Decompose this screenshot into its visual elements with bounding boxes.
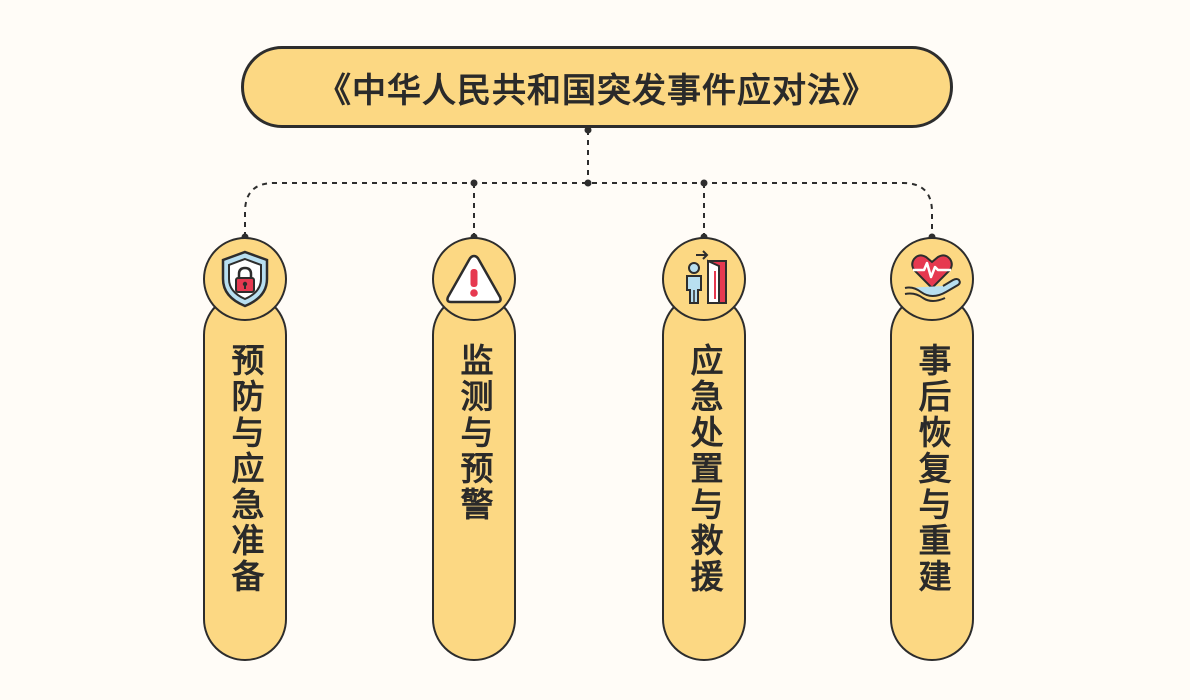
section-pill-monitoring [432, 293, 516, 661]
connector-bus [244, 182, 933, 237]
connector-dot [700, 179, 708, 187]
heart-in-hand-icon [904, 254, 961, 302]
icon-circle-prevention [203, 237, 287, 321]
title-text: 《中华人民共和国突发事件应对法》 [317, 70, 877, 111]
section-pill-response [662, 293, 746, 661]
section-label-response: 应急处置与救援 [685, 343, 724, 595]
warning-triangle-icon [446, 254, 502, 304]
icon-circle-response [662, 237, 746, 321]
section-label-monitoring: 监测与预警 [455, 343, 494, 523]
connector-dot [584, 126, 592, 134]
icon-circle-monitoring [432, 237, 516, 321]
title-box: 《中华人民共和国突发事件应对法》 [241, 46, 953, 128]
evacuation-exit-icon [686, 250, 727, 304]
section-label-prevention: 预防与应急准备 [226, 343, 265, 595]
icon-circle-recovery [890, 237, 974, 321]
connector-dot [584, 179, 592, 187]
connector-dot [470, 179, 478, 187]
section-label-recovery: 事后恢复与重建 [913, 343, 952, 595]
shield-lock-icon [221, 250, 269, 308]
section-pill-recovery [890, 293, 974, 661]
